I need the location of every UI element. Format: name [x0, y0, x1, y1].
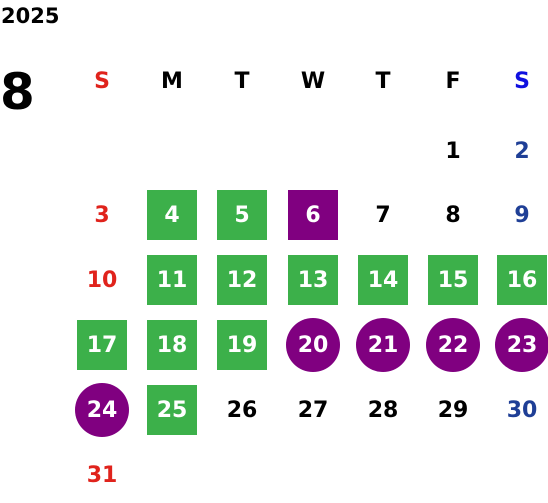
day-cell-18[interactable]: 18	[147, 320, 197, 370]
weekday-header: T	[375, 68, 391, 94]
day-cell-5[interactable]: 5	[217, 190, 267, 240]
day-cell-7[interactable]: 7	[375, 202, 391, 228]
day-cell-16[interactable]: 16	[497, 255, 547, 305]
day-cell-10[interactable]: 10	[86, 267, 118, 293]
day-cell-22[interactable]: 22	[426, 318, 480, 372]
day-cell-27[interactable]: 27	[297, 397, 329, 423]
day-cell-23[interactable]: 23	[495, 318, 548, 372]
weekday-header: F	[445, 68, 461, 94]
day-cell-20[interactable]: 20	[286, 318, 340, 372]
weekday-header: S	[514, 68, 530, 94]
day-cell-13[interactable]: 13	[288, 255, 338, 305]
weekday-header: T	[234, 68, 250, 94]
day-cell-28[interactable]: 28	[367, 397, 399, 423]
day-cell-15[interactable]: 15	[428, 255, 478, 305]
month-label: 8	[0, 63, 35, 121]
day-cell-4[interactable]: 4	[147, 190, 197, 240]
weekday-header: M	[161, 68, 183, 94]
weekday-header: W	[300, 68, 326, 94]
day-cell-8[interactable]: 8	[445, 202, 461, 228]
year-label: 2025	[1, 4, 60, 28]
day-cell-25[interactable]: 25	[147, 385, 197, 435]
day-cell-21[interactable]: 21	[356, 318, 410, 372]
day-cell-26[interactable]: 26	[226, 397, 258, 423]
day-cell-6[interactable]: 6	[288, 190, 338, 240]
day-cell-9[interactable]: 9	[514, 202, 530, 228]
day-cell-30[interactable]: 30	[506, 397, 538, 423]
day-cell-31[interactable]: 31	[86, 462, 118, 488]
day-cell-24[interactable]: 24	[75, 383, 129, 437]
day-cell-19[interactable]: 19	[217, 320, 267, 370]
day-cell-17[interactable]: 17	[77, 320, 127, 370]
day-cell-2[interactable]: 2	[514, 138, 530, 164]
day-cell-3[interactable]: 3	[94, 202, 110, 228]
day-cell-1[interactable]: 1	[445, 138, 461, 164]
day-cell-14[interactable]: 14	[358, 255, 408, 305]
day-cell-29[interactable]: 29	[437, 397, 469, 423]
day-cell-12[interactable]: 12	[217, 255, 267, 305]
day-cell-11[interactable]: 11	[147, 255, 197, 305]
weekday-header: S	[94, 68, 110, 94]
